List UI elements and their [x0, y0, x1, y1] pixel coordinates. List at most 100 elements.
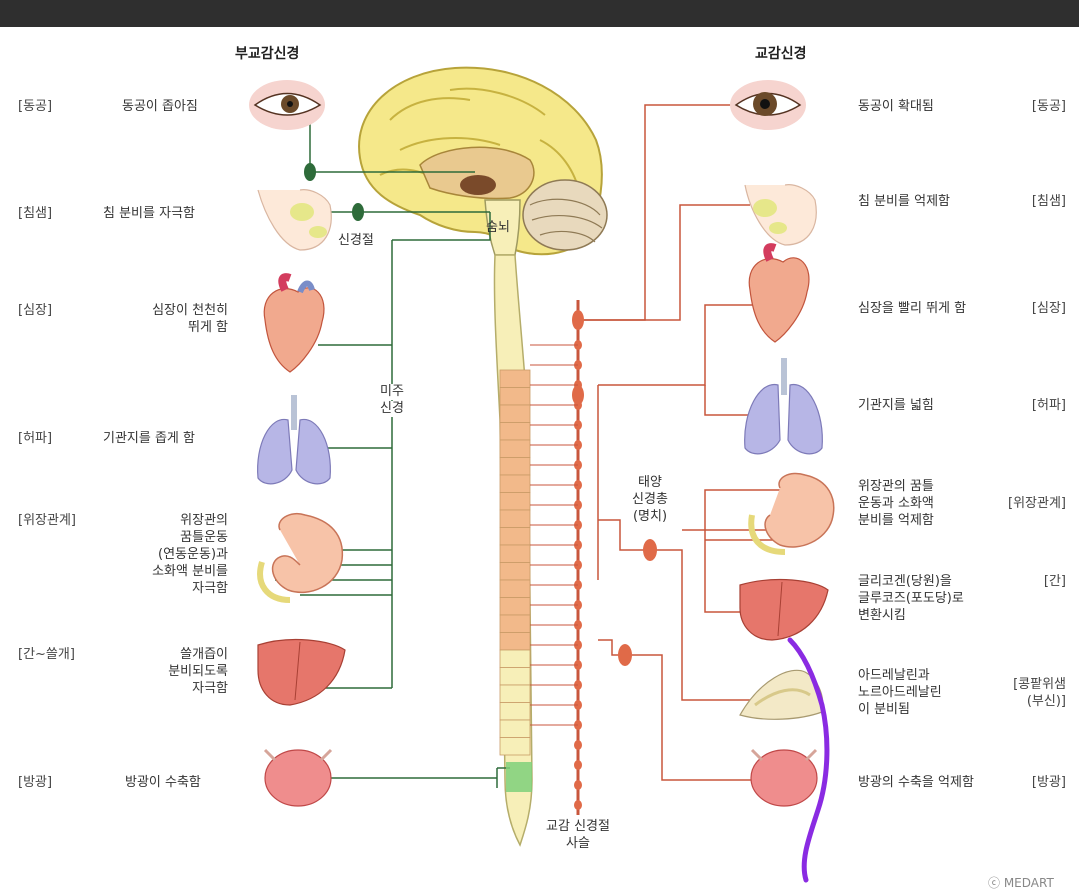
purple-annotation-stroke	[787, 637, 830, 883]
ganglion-label: 신경절	[338, 233, 374, 249]
credit-label: ⓒ MEDART	[988, 876, 1054, 890]
right-effect-liver-1: 글리코겐(당원)을	[858, 574, 952, 589]
eye-icon-right	[730, 80, 806, 130]
left-effect-liver-1: 쓸개즙이	[180, 647, 228, 662]
spinal-segment	[499, 474, 531, 493]
salivary-gland-icon	[257, 189, 332, 251]
right-effect-adrenal-3: 이 분비됨	[858, 702, 910, 717]
right-tag-lung: [허파]	[1031, 398, 1066, 413]
right-effect-adrenal-1: 아드레날린과	[858, 668, 930, 683]
left-tag-saliva: [침샘]	[18, 206, 53, 221]
spinal-segment	[499, 369, 531, 388]
spinal-segment	[499, 719, 531, 738]
left-tag-gi: [위장관계]	[18, 513, 76, 528]
chain-label-1: 교감 신경절	[546, 819, 610, 834]
chain-ganglion	[574, 760, 582, 770]
spinal-segment	[499, 492, 531, 511]
spinal-segment	[499, 404, 531, 423]
solar-plexus-label-3: (명치)	[622, 509, 678, 525]
right-tag-gi: [위장관계]	[1008, 496, 1066, 511]
vagus-label-2: 신경	[372, 401, 412, 417]
right-tag-liver: [간]	[1043, 574, 1066, 589]
spinal-segment	[499, 544, 531, 563]
right-effect-gi-3: 분비를 억제함	[858, 513, 934, 528]
spinal-segment	[499, 614, 531, 633]
heart-icon-right	[748, 243, 810, 343]
liver-icon	[257, 638, 346, 706]
adrenal-gland-icon	[739, 669, 824, 720]
spinal-segment	[499, 684, 531, 703]
solar-plexus-label-1: 태양	[622, 475, 678, 491]
stomach-icon	[257, 513, 344, 603]
vagus-label-1: 미주	[372, 384, 412, 400]
right-tag-adrenal-1: [콩팥위샘	[1013, 677, 1066, 692]
left-effect-bladder: 방광이 수축함	[125, 775, 201, 790]
right-tag-bladder: [방광]	[1031, 775, 1066, 790]
left-effect-gi-2: 꿈틀운동	[180, 530, 228, 545]
left-effect-gi-5: 자극함	[192, 581, 228, 596]
left-tag-pupil: [동공]	[18, 99, 53, 114]
spinal-segment	[499, 439, 531, 458]
right-effect-pupil: 동공이 확대됨	[858, 99, 934, 114]
spinal-segment	[499, 457, 531, 476]
left-tag-bladder: [방광]	[18, 775, 53, 790]
spinal-segment	[499, 737, 531, 756]
sympathetic-nerves	[578, 104, 795, 781]
spinal-segment	[499, 579, 531, 598]
right-effect-gi-2: 운동과 소화액	[858, 496, 934, 511]
left-effect-gi-4: 소화액 분비를	[152, 564, 228, 579]
spinal-segment	[499, 387, 531, 406]
stomach-icon-right	[748, 472, 835, 555]
lung-icon-right	[744, 358, 823, 455]
brain-illustration	[358, 66, 608, 256]
bladder-icon	[263, 748, 333, 807]
right-effect-liver-2: 글루코즈(포도당)로	[858, 591, 964, 606]
left-effect-heart-2: 뛰게 함	[187, 320, 228, 335]
right-effect-adrenal-2: 노르아드레날린	[858, 685, 942, 700]
left-effect-lung: 기관지를 좁게 함	[103, 431, 195, 446]
left-tag-heart: [심장]	[18, 303, 53, 318]
spinal-segments	[499, 369, 531, 756]
right-effect-gi-1: 위장관의 꿈틀	[858, 479, 934, 494]
bladder-icon-right	[750, 748, 818, 807]
sympathetic-heading: 교감신경	[755, 46, 807, 62]
left-effect-liver-2: 분비되도록	[168, 664, 228, 679]
right-effect-bladder: 방광의 수축을 억제함	[858, 775, 974, 790]
left-tag-liver: [간~쓸개]	[18, 647, 75, 662]
eye-icon	[249, 80, 325, 130]
left-effect-gi-1: 위장관의	[180, 513, 228, 528]
parasympathetic-heading: 부교감신경	[235, 46, 300, 62]
heart-icon	[263, 273, 325, 373]
right-tag-adrenal-2: (부신)]	[1026, 694, 1066, 709]
right-tag-pupil: [동공]	[1031, 99, 1066, 114]
left-effect-heart-1: 심장이 천천히	[152, 303, 228, 318]
left-effect-pupil: 동공이 좁아짐	[122, 99, 198, 114]
spinal-segment	[499, 667, 531, 686]
right-effect-heart: 심장을 빨리 뛰게 함	[858, 301, 967, 316]
spinal-segment	[499, 562, 531, 581]
left-effect-liver-3: 자극함	[192, 681, 228, 696]
lung-icon	[257, 395, 331, 485]
right-effect-liver-3: 변환시킴	[858, 608, 906, 623]
spinal-segment	[499, 597, 531, 616]
chain-branches	[530, 344, 578, 726]
spinal-segment	[499, 527, 531, 546]
chain-ganglion	[574, 780, 582, 790]
right-tag-saliva: [침샘]	[1031, 194, 1066, 209]
chain-ganglion	[574, 740, 582, 750]
salivary-gland-icon-right	[744, 184, 817, 246]
right-effect-lung: 기관지를 넓힘	[858, 398, 934, 413]
chain-ganglion	[574, 800, 582, 810]
spinal-segment	[499, 632, 531, 651]
parasympathetic-nerves	[275, 110, 510, 788]
medulla-label: 숨뇌	[486, 220, 510, 235]
spinal-segment	[499, 702, 531, 721]
left-tag-lung: [허파]	[18, 431, 53, 446]
top-bar	[0, 0, 1079, 27]
spinal-segment	[499, 649, 531, 668]
solar-plexus-label-2: 신경총	[622, 492, 678, 508]
left-effect-saliva: 침 분비를 자극함	[103, 206, 195, 221]
anatomy-illustration	[249, 66, 835, 883]
right-effect-saliva: 침 분비를 억제함	[858, 194, 950, 209]
right-tag-heart: [심장]	[1031, 301, 1066, 316]
